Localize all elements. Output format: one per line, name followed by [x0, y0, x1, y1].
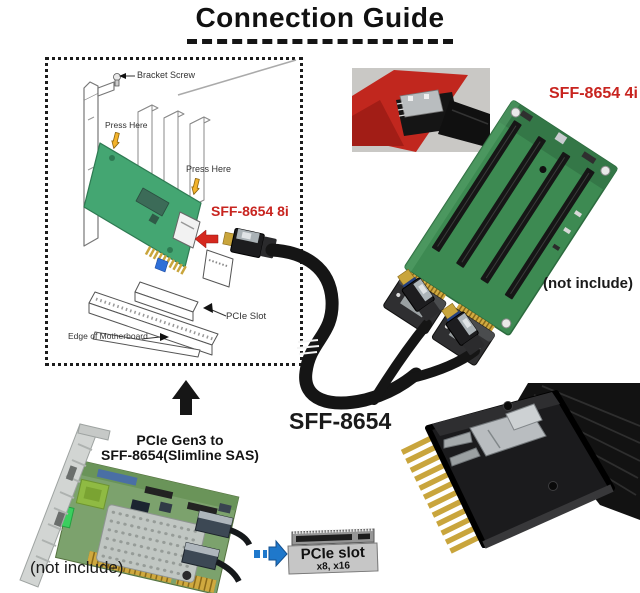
riser-not-include-note: (not include): [543, 275, 633, 292]
pcie-slot-graphic-top: [291, 528, 375, 546]
pcie-card-drawing: [83, 142, 202, 275]
blue-arrow: [254, 539, 288, 568]
install-diagram-frame: [45, 57, 303, 366]
label-leaders: [141, 303, 227, 341]
pcie-slots-drawing: [88, 249, 234, 358]
page-title: Connection Guide: [187, 2, 453, 44]
adapter-card-caption-line2: SFF-8654(Slimline SAS): [101, 447, 259, 463]
red-arrow: [194, 229, 219, 249]
big-connector-photo: [400, 383, 640, 556]
bracket-screw-glyph: [113, 73, 135, 87]
inset-photo: [352, 68, 490, 152]
pcie-slot-graphic: PCIe slot x8, x16: [287, 542, 379, 575]
sff-8654-cable-label: SFF-8654: [289, 408, 392, 434]
cable-connector-b: [441, 302, 485, 355]
adapter-card-photo: [19, 423, 253, 593]
up-arrow: [172, 380, 200, 415]
sff-8654-cable: [222, 228, 485, 410]
cable-connector-a: [397, 268, 441, 321]
cable-tie: [296, 339, 320, 355]
sff-8654-4i-label: SFF-8654 4i: [549, 85, 638, 102]
adapter-card-ports: [181, 510, 253, 583]
connector-latch: [443, 403, 547, 467]
heatsink: [96, 504, 207, 583]
press-here-label-right: Press Here: [186, 164, 232, 174]
press-here-arrow-right: [191, 177, 200, 195]
adapter-card-bracket: [19, 423, 111, 588]
adapter-not-include-note: (not include): [30, 558, 124, 577]
riser-board-photo: [383, 99, 618, 366]
sff-8654-8i-label: SFF-8654 8i: [211, 203, 289, 219]
motherboard-edge-label: Edge of Motherboard: [68, 331, 148, 341]
adapter-card-caption: PCIe Gen3 to SFF-8654(Slimline SAS): [100, 433, 260, 463]
pcie-slot-label: PCIe Slot: [226, 311, 267, 322]
press-here-label-top: Press Here: [105, 120, 148, 130]
adapter-card-caption-line1: PCIe Gen3 to: [136, 432, 224, 448]
press-here-arrow-top: [111, 131, 120, 149]
install-diagram-art: [83, 59, 297, 358]
bracket-screw-label: Bracket Screw: [137, 70, 196, 80]
